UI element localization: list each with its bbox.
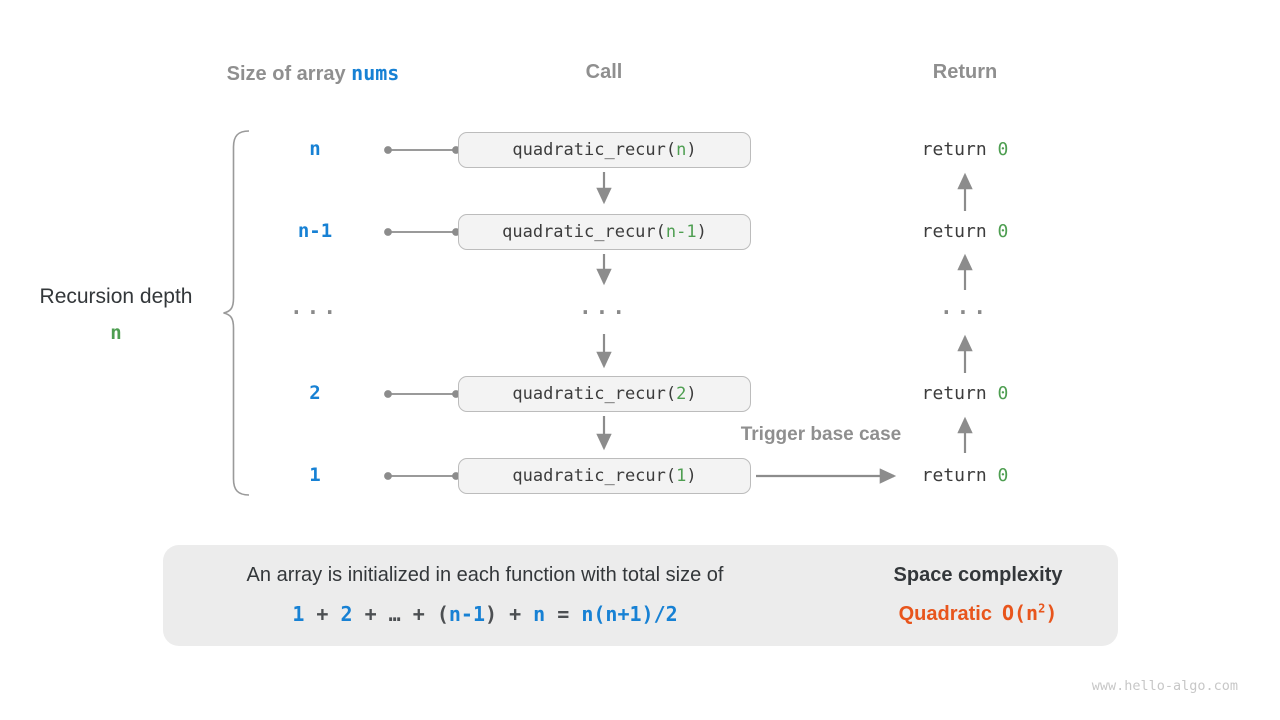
return-value: 0 xyxy=(997,139,1009,160)
return-statement: return 0 xyxy=(880,383,1050,404)
return-statement: return 0 xyxy=(880,139,1050,160)
formula-paren: ) xyxy=(485,602,498,626)
big-o-exponent: 2 xyxy=(1038,601,1046,616)
big-o-close: ) xyxy=(1045,601,1058,625)
size-label-n: n xyxy=(309,138,321,160)
formula-op: + xyxy=(352,602,389,626)
size-label-n-1: n-1 xyxy=(297,220,333,242)
formula-equals: = xyxy=(545,602,582,626)
recursion-depth-brace xyxy=(223,130,250,496)
call-arg: 2 xyxy=(676,384,687,404)
space-complexity-title: Space complexity xyxy=(893,564,1063,586)
size-label-2: 2 xyxy=(309,382,321,404)
recursion-depth-label: Recursion depth xyxy=(39,285,193,308)
call-box-n-1: quadratic_recur(n-1) xyxy=(458,214,751,250)
formula-term: 2 xyxy=(340,602,353,626)
formula-ellipsis: … xyxy=(388,602,401,626)
formula-op: + xyxy=(497,602,534,626)
call-arg: n-1 xyxy=(665,222,697,242)
formula-op: + xyxy=(400,602,437,626)
big-o-notation: O(n2) xyxy=(1002,601,1057,625)
formula-term: n xyxy=(533,602,546,626)
recursion-depth-value: n xyxy=(110,322,122,344)
return-keyword: return xyxy=(921,383,998,404)
size-header-code: nums xyxy=(351,61,400,85)
column-header-return: Return xyxy=(932,61,998,83)
call-close: ) xyxy=(696,222,707,242)
call-fn: quadratic_recur( xyxy=(512,466,677,486)
column-header-size: Size of array nums xyxy=(158,61,468,86)
call-ellipsis: ... xyxy=(579,295,629,319)
return-value: 0 xyxy=(997,221,1009,242)
call-fn: quadratic_recur( xyxy=(512,384,677,404)
formula-result: n(n+1)/2 xyxy=(581,602,678,626)
summary-panel xyxy=(163,545,1118,646)
call-box-2: quadratic_recur(2) xyxy=(458,376,751,412)
site-watermark: www.hello-algo.com xyxy=(1091,678,1238,694)
size-header-text: Size of array xyxy=(226,63,352,85)
summary-sentence: An array is initialized in each function… xyxy=(246,564,724,586)
call-arg: n xyxy=(676,140,687,160)
size-label-ellipsis: ... xyxy=(290,295,340,319)
return-keyword: return xyxy=(921,221,998,242)
call-close: ) xyxy=(686,466,697,486)
summary-formula: 1 + 2 + … + (n-1) + n = n(n+1)/2 xyxy=(180,602,790,626)
size-to-call-connectors xyxy=(384,146,460,480)
call-close: ) xyxy=(686,140,697,160)
call-box-1: quadratic_recur(1) xyxy=(458,458,751,494)
formula-term: n-1 xyxy=(448,602,485,626)
complexity-word: Quadratic xyxy=(898,603,992,625)
return-value: 0 xyxy=(997,465,1009,486)
size-label-1: 1 xyxy=(309,464,321,486)
call-fn: quadratic_recur( xyxy=(512,140,677,160)
return-statement: return 0 xyxy=(880,465,1050,486)
column-header-call: Call xyxy=(585,61,623,83)
call-close: ) xyxy=(686,384,697,404)
call-box-n: quadratic_recur(n) xyxy=(458,132,751,168)
call-fn: quadratic_recur( xyxy=(502,222,666,242)
return-ellipsis: ... xyxy=(940,295,990,319)
space-complexity-value: Quadratic O(n2) xyxy=(850,601,1106,626)
return-statement: return 0 xyxy=(880,221,1050,242)
return-value: 0 xyxy=(997,383,1009,404)
return-keyword: return xyxy=(921,465,998,486)
return-keyword: return xyxy=(921,139,998,160)
trigger-base-case-label: Trigger base case xyxy=(740,424,902,445)
call-arg: 1 xyxy=(676,466,687,486)
big-o-open: O(n xyxy=(1001,601,1039,625)
formula-paren: ( xyxy=(436,602,449,626)
formula-op: + xyxy=(304,602,341,626)
formula-term: 1 xyxy=(292,602,305,626)
